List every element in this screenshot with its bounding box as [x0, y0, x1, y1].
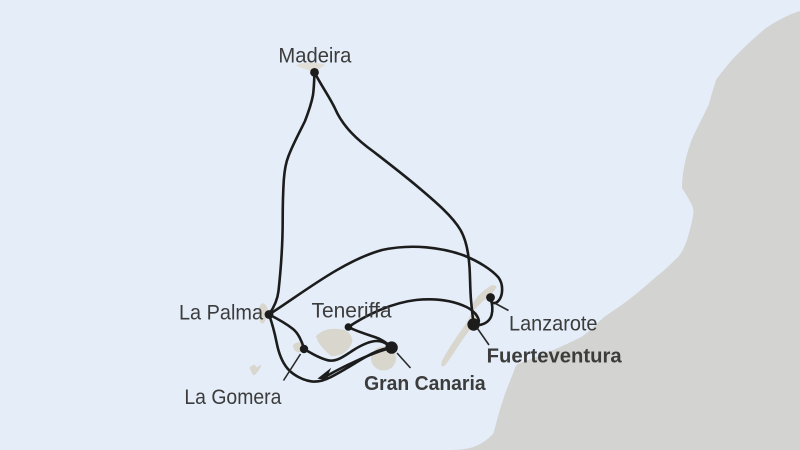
svg-text:Madeira: Madeira [278, 45, 351, 68]
svg-text:Teneriffa: Teneriffa [312, 299, 392, 322]
svg-text:La Palma: La Palma [179, 301, 263, 324]
svg-text:Gran Canaria: Gran Canaria [364, 373, 486, 395]
svg-text:Lanzarote: Lanzarote [509, 312, 598, 335]
svg-text:La Gomera: La Gomera [184, 386, 281, 409]
svg-text:Fuerteventura: Fuerteventura [487, 346, 623, 368]
